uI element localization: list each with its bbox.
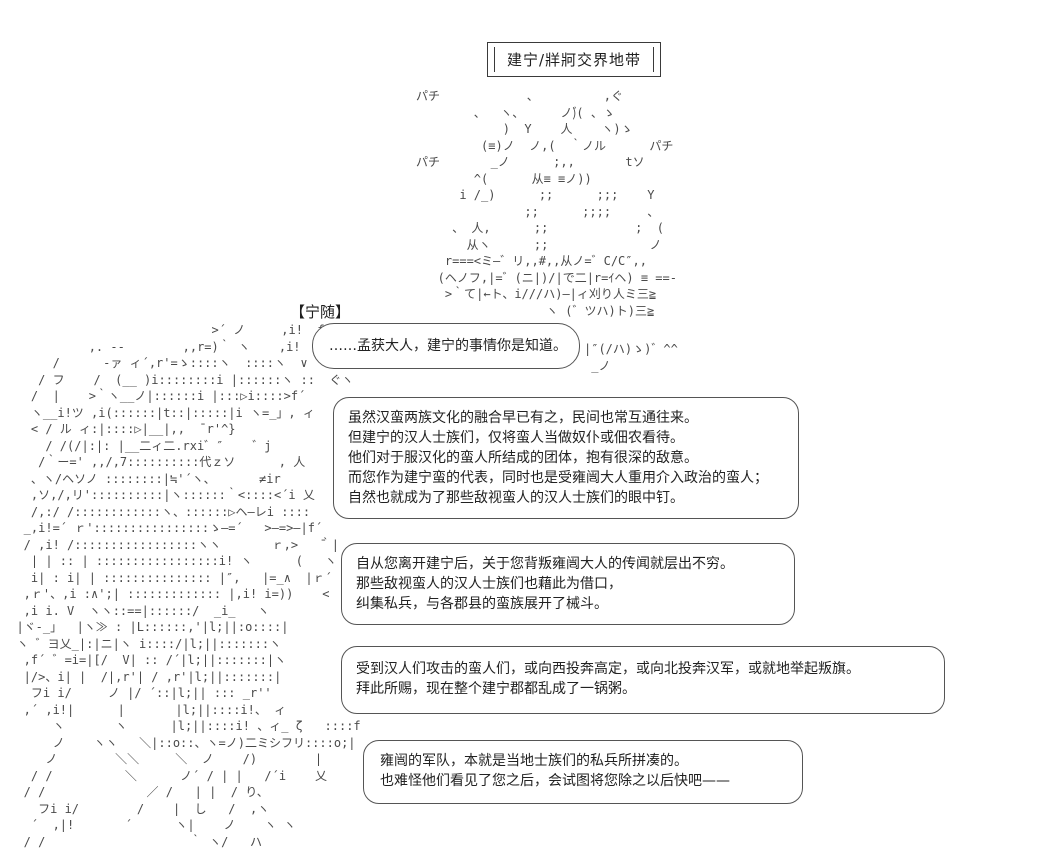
dialogue-line: 而您作为建宁蛮的代表，同时也是受雍闿大人重用介入政治的蛮人； xyxy=(348,470,768,486)
dialogue-bubble-3: 自从您离开建宁后，关于您背叛雍闿大人的传闻就层出不穷。 那些敌视蛮人的汉人士族们… xyxy=(341,543,795,625)
dialogue-line: ……孟获大人，建宁的事情你是知道。 xyxy=(329,338,567,354)
dialogue-bubble-2: 虽然汉蛮两族文化的融合早已有之，民间也常互通往来。 但建宁的汉人士族们，仅将蛮人… xyxy=(333,397,799,519)
dialogue-line: 虽然汉蛮两族文化的融合早已有之，民间也常互通往来。 xyxy=(348,410,698,426)
dialogue-bubble-1: ……孟获大人，建宁的事情你是知道。 xyxy=(312,323,580,369)
dialogue-line: 受到汉人们攻击的蛮人们，或向西投奔高定，或向北投奔汉军，或就地举起叛旗。 xyxy=(356,661,860,677)
dialogue-line: 他们对于服汉化的蛮人所结成的团体，抱有很深的敌意。 xyxy=(348,450,698,466)
dialogue-line: 自从您离开建宁后，关于您背叛雍闿大人的传闻就层出不穷。 xyxy=(356,556,734,572)
dialogue-line: 雍闿的军队，本就是当地士族们的私兵所拼凑的。 xyxy=(380,753,688,769)
dialogue-line: 自然也就成为了那些敌视蛮人的汉人士族们的眼中钉。 xyxy=(348,490,684,506)
bubble-tail-ascii-art: |″(/ハ)ゝ)゛^^ _ノ xyxy=(584,342,678,373)
location-banner-label: 建宁/牂牁交界地带 xyxy=(494,47,655,72)
dialogue-line: 也难怪他们看见了您之后，会试图将您除之以后快吧—— xyxy=(380,773,730,789)
character-ascii-art: >´ ノ ,i! f ,. -‐ ,,r=)｀ ヽ ,i! | / -ァ ィ´,… xyxy=(16,323,370,849)
dialogue-line: 那些敌视蛮人的汉人士族们也藉此为借口， xyxy=(356,576,622,592)
speaker-name: 【宁随】 xyxy=(290,303,351,321)
dialogue-bubble-5: 雍闿的军队，本就是当地士族们的私兵所拼凑的。 也难怪他们看见了您之后，会试图将您… xyxy=(363,740,803,804)
dialogue-line: 但建宁的汉人士族们，仅将蛮人当做奴仆或佃农看待。 xyxy=(348,430,684,446)
campfire-ascii-art: パチ 、 ,ぐ 、 ヽ、 ノ)゙( 、ゝ ) Y 人 ヽ)ゝ (≡)ノ ノ,( … xyxy=(416,89,677,318)
location-banner: 建宁/牂牁交界地带 xyxy=(487,42,662,77)
dialogue-line: 纠集私兵，与各郡县的蛮族展开了械斗。 xyxy=(356,596,608,612)
dialogue-line: 拜此所赐，现在整个建宁郡都乱成了一锅粥。 xyxy=(356,681,636,697)
dialogue-bubble-4: 受到汉人们攻击的蛮人们，或向西投奔高定，或向北投奔汉军，或就地举起叛旗。 拜此所… xyxy=(341,646,945,714)
